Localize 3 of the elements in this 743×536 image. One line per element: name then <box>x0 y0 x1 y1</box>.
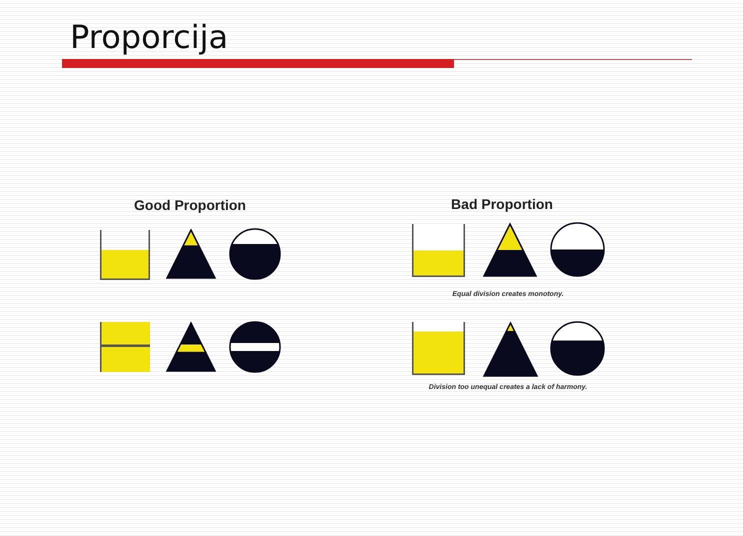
heading: Bad Proportion <box>451 196 553 212</box>
heading: Good Proportion <box>134 197 246 213</box>
slide-title: Proporcija <box>70 18 228 56</box>
